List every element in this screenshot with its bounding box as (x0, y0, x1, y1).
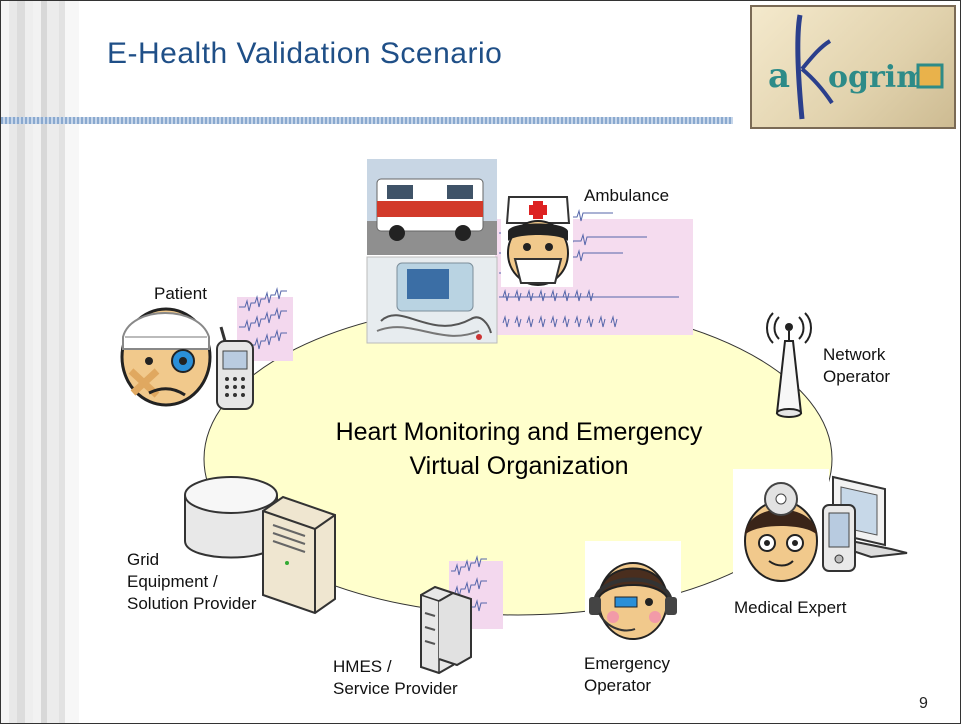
storage-cylinder-icon (184, 476, 278, 559)
server-tower-icon (262, 495, 336, 615)
emergency-operator-label: Emergency Operator (584, 653, 670, 697)
svg-text:a: a (768, 56, 790, 96)
title-band: E-Health Validation Scenario (1, 1, 960, 124)
ambulance-photo (367, 159, 497, 255)
grid-provider-label: Grid Equipment / Solution Provider (127, 549, 256, 615)
title-divider (1, 117, 733, 124)
patient-icon (120, 307, 212, 407)
grid-provider-line-1: Grid (127, 550, 160, 569)
akogrimo-logo: a ogrim (750, 5, 956, 129)
network-operator-line-1: Network (823, 345, 886, 364)
pda-and-monitor-icon (822, 475, 908, 572)
grid-provider-line-2: Equipment / (127, 572, 218, 591)
svg-text:ogrim: ogrim (828, 60, 928, 95)
center-label-line-2: Virtual Organization (409, 452, 629, 480)
network-operator-line-2: Operator (823, 367, 891, 386)
hmes-line-1: HMES / (333, 657, 392, 676)
page-number: 9 (919, 695, 928, 712)
mobile-phone-icon (216, 326, 254, 410)
nurse-icon (501, 191, 573, 287)
network-operator-label: Network Operator (823, 344, 890, 388)
emergency-line-1: Emergency (584, 654, 670, 673)
ecg-device-photo (366, 256, 498, 344)
ambulance-label: Ambulance (584, 186, 670, 205)
antenna-icon (766, 312, 812, 418)
hmes-line-2: Service Provider (333, 679, 458, 698)
emergency-line-2: Operator (584, 676, 652, 695)
virtual-organization-label: Heart Monitoring and Emergency Virtual O… (259, 415, 779, 483)
hmes-label: HMES / Service Provider (333, 656, 458, 700)
center-label-line-1: Heart Monitoring and Emergency (335, 418, 703, 446)
medical-expert-label: Medical Expert (734, 598, 847, 617)
emergency-operator-icon (585, 541, 681, 647)
logo-graphic: a ogrim (768, 14, 944, 120)
grid-provider-line-3: Solution Provider (127, 594, 257, 613)
slide-title: E-Health Validation Scenario (107, 37, 503, 70)
medical-expert-icon (733, 469, 829, 591)
patient-label: Patient (154, 284, 207, 303)
hmes-servers-icon (420, 585, 472, 675)
